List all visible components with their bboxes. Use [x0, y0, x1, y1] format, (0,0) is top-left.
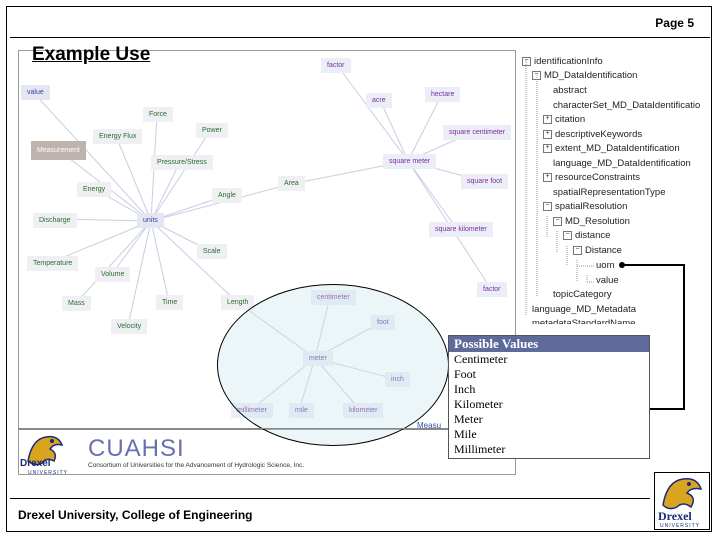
tree-item-metadata-standard-name[interactable]: metadataStandardName: [532, 318, 636, 324]
value-option[interactable]: Millimeter: [454, 442, 506, 456]
cuahsi-logo: Drexel UNIVERSITY CUAHSI Consortium of U…: [18, 428, 448, 477]
tree-item-citation[interactable]: +citation: [543, 114, 585, 125]
collapse-icon[interactable]: −: [532, 70, 541, 80]
tree-item-character-set[interactable]: characterSet_MD_DataIdentificatio: [553, 100, 701, 111]
slide-frame: [6, 6, 712, 532]
value-option[interactable]: Meter: [454, 412, 483, 426]
graph-node-area: Area: [278, 176, 305, 191]
tree-item-spatial-resolution[interactable]: −spatialResolution: [543, 201, 627, 212]
graph-node-pressure-stress: Pressure/Stress: [151, 155, 213, 170]
graph-node-square-kilometer: square kilometer: [429, 222, 493, 237]
collapse-icon[interactable]: −: [553, 216, 562, 226]
graph-node-energy: Energy: [77, 182, 112, 197]
graph-node-factor-right: factor: [477, 282, 507, 297]
graph-node-acre: acre: [366, 93, 392, 108]
value-option[interactable]: Centimeter: [454, 352, 508, 366]
top-rule: [10, 37, 710, 38]
cuahsi-subtitle: Consortium of Universities for the Advan…: [88, 462, 305, 469]
graph-node-square-meter: square meter: [383, 154, 437, 169]
tree-item-spatial-representation-type[interactable]: spatialRepresentationType: [553, 187, 666, 198]
tree-item-identification-info[interactable]: −identificationInfo: [522, 56, 603, 67]
cuahsi-drexel-university: UNIVERSITY: [28, 470, 69, 476]
graph-node-angle: Angle: [212, 188, 242, 203]
graph-node-energy-flux: Energy Flux: [93, 129, 143, 144]
metadata-tree: −identificationInfo −MD_DataIdentificati…: [520, 48, 710, 328]
value-option[interactable]: Kilometer: [454, 397, 503, 411]
graph-node-square-foot: square foot: [461, 174, 509, 189]
value-option[interactable]: Inch: [454, 382, 476, 396]
graph-node-value: value: [21, 85, 50, 100]
value-option[interactable]: Foot: [454, 367, 477, 381]
dragon-icon: [662, 477, 703, 510]
graph-node-factor-top: factor: [321, 58, 351, 73]
possible-values-list: Possible Values Centimeter Foot Inch Kil…: [448, 335, 650, 459]
graph-node-force: Force: [143, 107, 173, 122]
graph-node-time: Time: [156, 295, 184, 310]
expand-icon[interactable]: +: [543, 143, 552, 153]
graph-node-discharge: Discharge: [33, 213, 77, 228]
graph-node-power: Power: [196, 123, 228, 138]
graph-node-hectare: hectare: [425, 87, 461, 102]
tree-item-md-resolution[interactable]: −MD_Resolution: [553, 216, 630, 227]
collapse-icon[interactable]: −: [573, 245, 582, 255]
tree-item-distance[interactable]: −distance: [563, 230, 610, 241]
graph-node-velocity: Velocity: [111, 319, 148, 334]
highlight-ellipse: [217, 284, 449, 446]
expand-icon[interactable]: +: [543, 172, 552, 182]
tree-item-language-data-identification[interactable]: language_MD_DataIdentification: [553, 158, 691, 169]
tree-item-extent[interactable]: +extent_MD_DataIdentification: [543, 143, 680, 154]
collapse-icon[interactable]: −: [563, 230, 572, 240]
graph-node-length: Length: [221, 295, 255, 310]
graph-node-measurement: Measurement: [31, 141, 86, 160]
expand-icon[interactable]: +: [543, 129, 552, 139]
tree-item-value[interactable]: value: [596, 275, 619, 286]
possible-values-header: Possible Values: [449, 336, 649, 352]
collapse-icon[interactable]: −: [543, 201, 552, 211]
expand-icon[interactable]: +: [543, 114, 552, 124]
dragon-icon: [27, 435, 64, 466]
slide-title: Example Use: [32, 44, 151, 65]
graph-node-mass: Mass: [62, 296, 91, 311]
tree-item-md-data-identification[interactable]: −MD_DataIdentification: [532, 70, 637, 81]
cuahsi-drexel-word: Drexel: [20, 458, 51, 469]
tree-item-language-md-metadata[interactable]: language_MD_Metadata: [532, 304, 637, 315]
graph-node-square-centimeter: square centimeter: [443, 125, 512, 140]
tree-item-descriptive-keywords[interactable]: +descriptiveKeywords: [543, 129, 642, 140]
tree-item-resource-constraints[interactable]: +resourceConstraints: [543, 172, 640, 183]
tree-item-abstract[interactable]: abstract: [553, 85, 587, 96]
drexel-logo: Drexel UNIVERSITY: [654, 472, 710, 530]
collapse-icon[interactable]: −: [522, 56, 531, 66]
page-number: Page 5: [655, 16, 694, 30]
tree-item-topic-category[interactable]: topicCategory: [553, 289, 612, 300]
cuahsi-wordmark: CUAHSI: [88, 435, 185, 462]
graph-node-scale: Scale: [197, 244, 227, 259]
tree-item-distance-class[interactable]: −Distance: [573, 245, 622, 256]
drexel-logo-word: Drexel: [658, 509, 692, 523]
value-option[interactable]: Mile: [454, 427, 477, 441]
tree-item-uom[interactable]: uom: [596, 260, 615, 271]
graph-node-units: units: [137, 213, 164, 228]
bottom-rule: [10, 498, 650, 499]
graph-node-temperature: Temperature: [27, 256, 79, 271]
drexel-logo-university: UNIVERSITY: [660, 523, 701, 529]
graph-node-volume: Volume: [95, 267, 131, 282]
footer-text: Drexel University, College of Engineerin…: [18, 508, 253, 522]
graph-label-measu: Measu: [417, 421, 442, 430]
